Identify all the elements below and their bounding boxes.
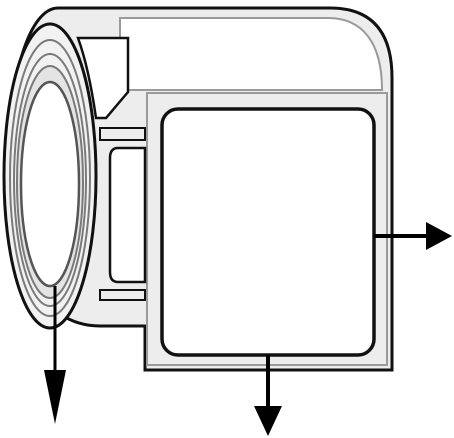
wrapped-label-gap [99,127,146,141]
roll-top-sheet [119,17,384,91]
wrapped-label-side [108,146,147,284]
width-arrow [374,222,452,250]
core-arrow [44,286,66,424]
label [160,107,376,357]
roll-ring-2 [13,53,87,307]
roll-core [19,80,81,288]
height-arrow [254,355,282,436]
wrapped-label-gap-lower [99,289,146,301]
wrapped-label-upper [76,36,130,120]
roll-ring-1 [9,39,91,317]
